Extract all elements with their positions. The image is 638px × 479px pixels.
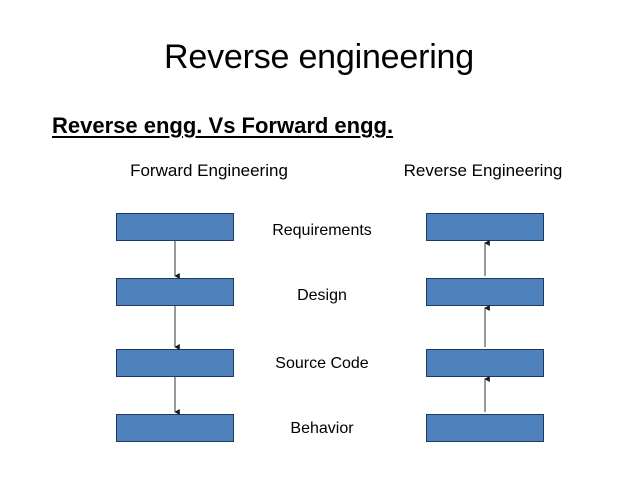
forward-box-behavior[interactable] xyxy=(116,414,234,442)
column-header-forward: Forward Engineering xyxy=(130,161,288,180)
column-header-reverse: Reverse Engineering xyxy=(403,161,563,180)
reverse-box-behavior[interactable] xyxy=(426,414,544,442)
stage-label-behavior: Behavior xyxy=(290,420,354,437)
stage-label-requirements: Requirements xyxy=(272,222,372,239)
stage-label-design: Design xyxy=(297,287,347,304)
reverse-box-requirements[interactable] xyxy=(426,213,544,241)
reverse-box-design[interactable] xyxy=(426,278,544,306)
forward-box-source-code[interactable] xyxy=(116,349,234,377)
forward-box-requirements[interactable] xyxy=(116,213,234,241)
forward-box-design[interactable] xyxy=(116,278,234,306)
page-title: Reverse engineering xyxy=(164,38,474,76)
section-subtitle: Reverse engg. Vs Forward engg. xyxy=(52,113,394,138)
reverse-box-source-code[interactable] xyxy=(426,349,544,377)
stage-label-source-code: Source Code xyxy=(275,355,369,372)
